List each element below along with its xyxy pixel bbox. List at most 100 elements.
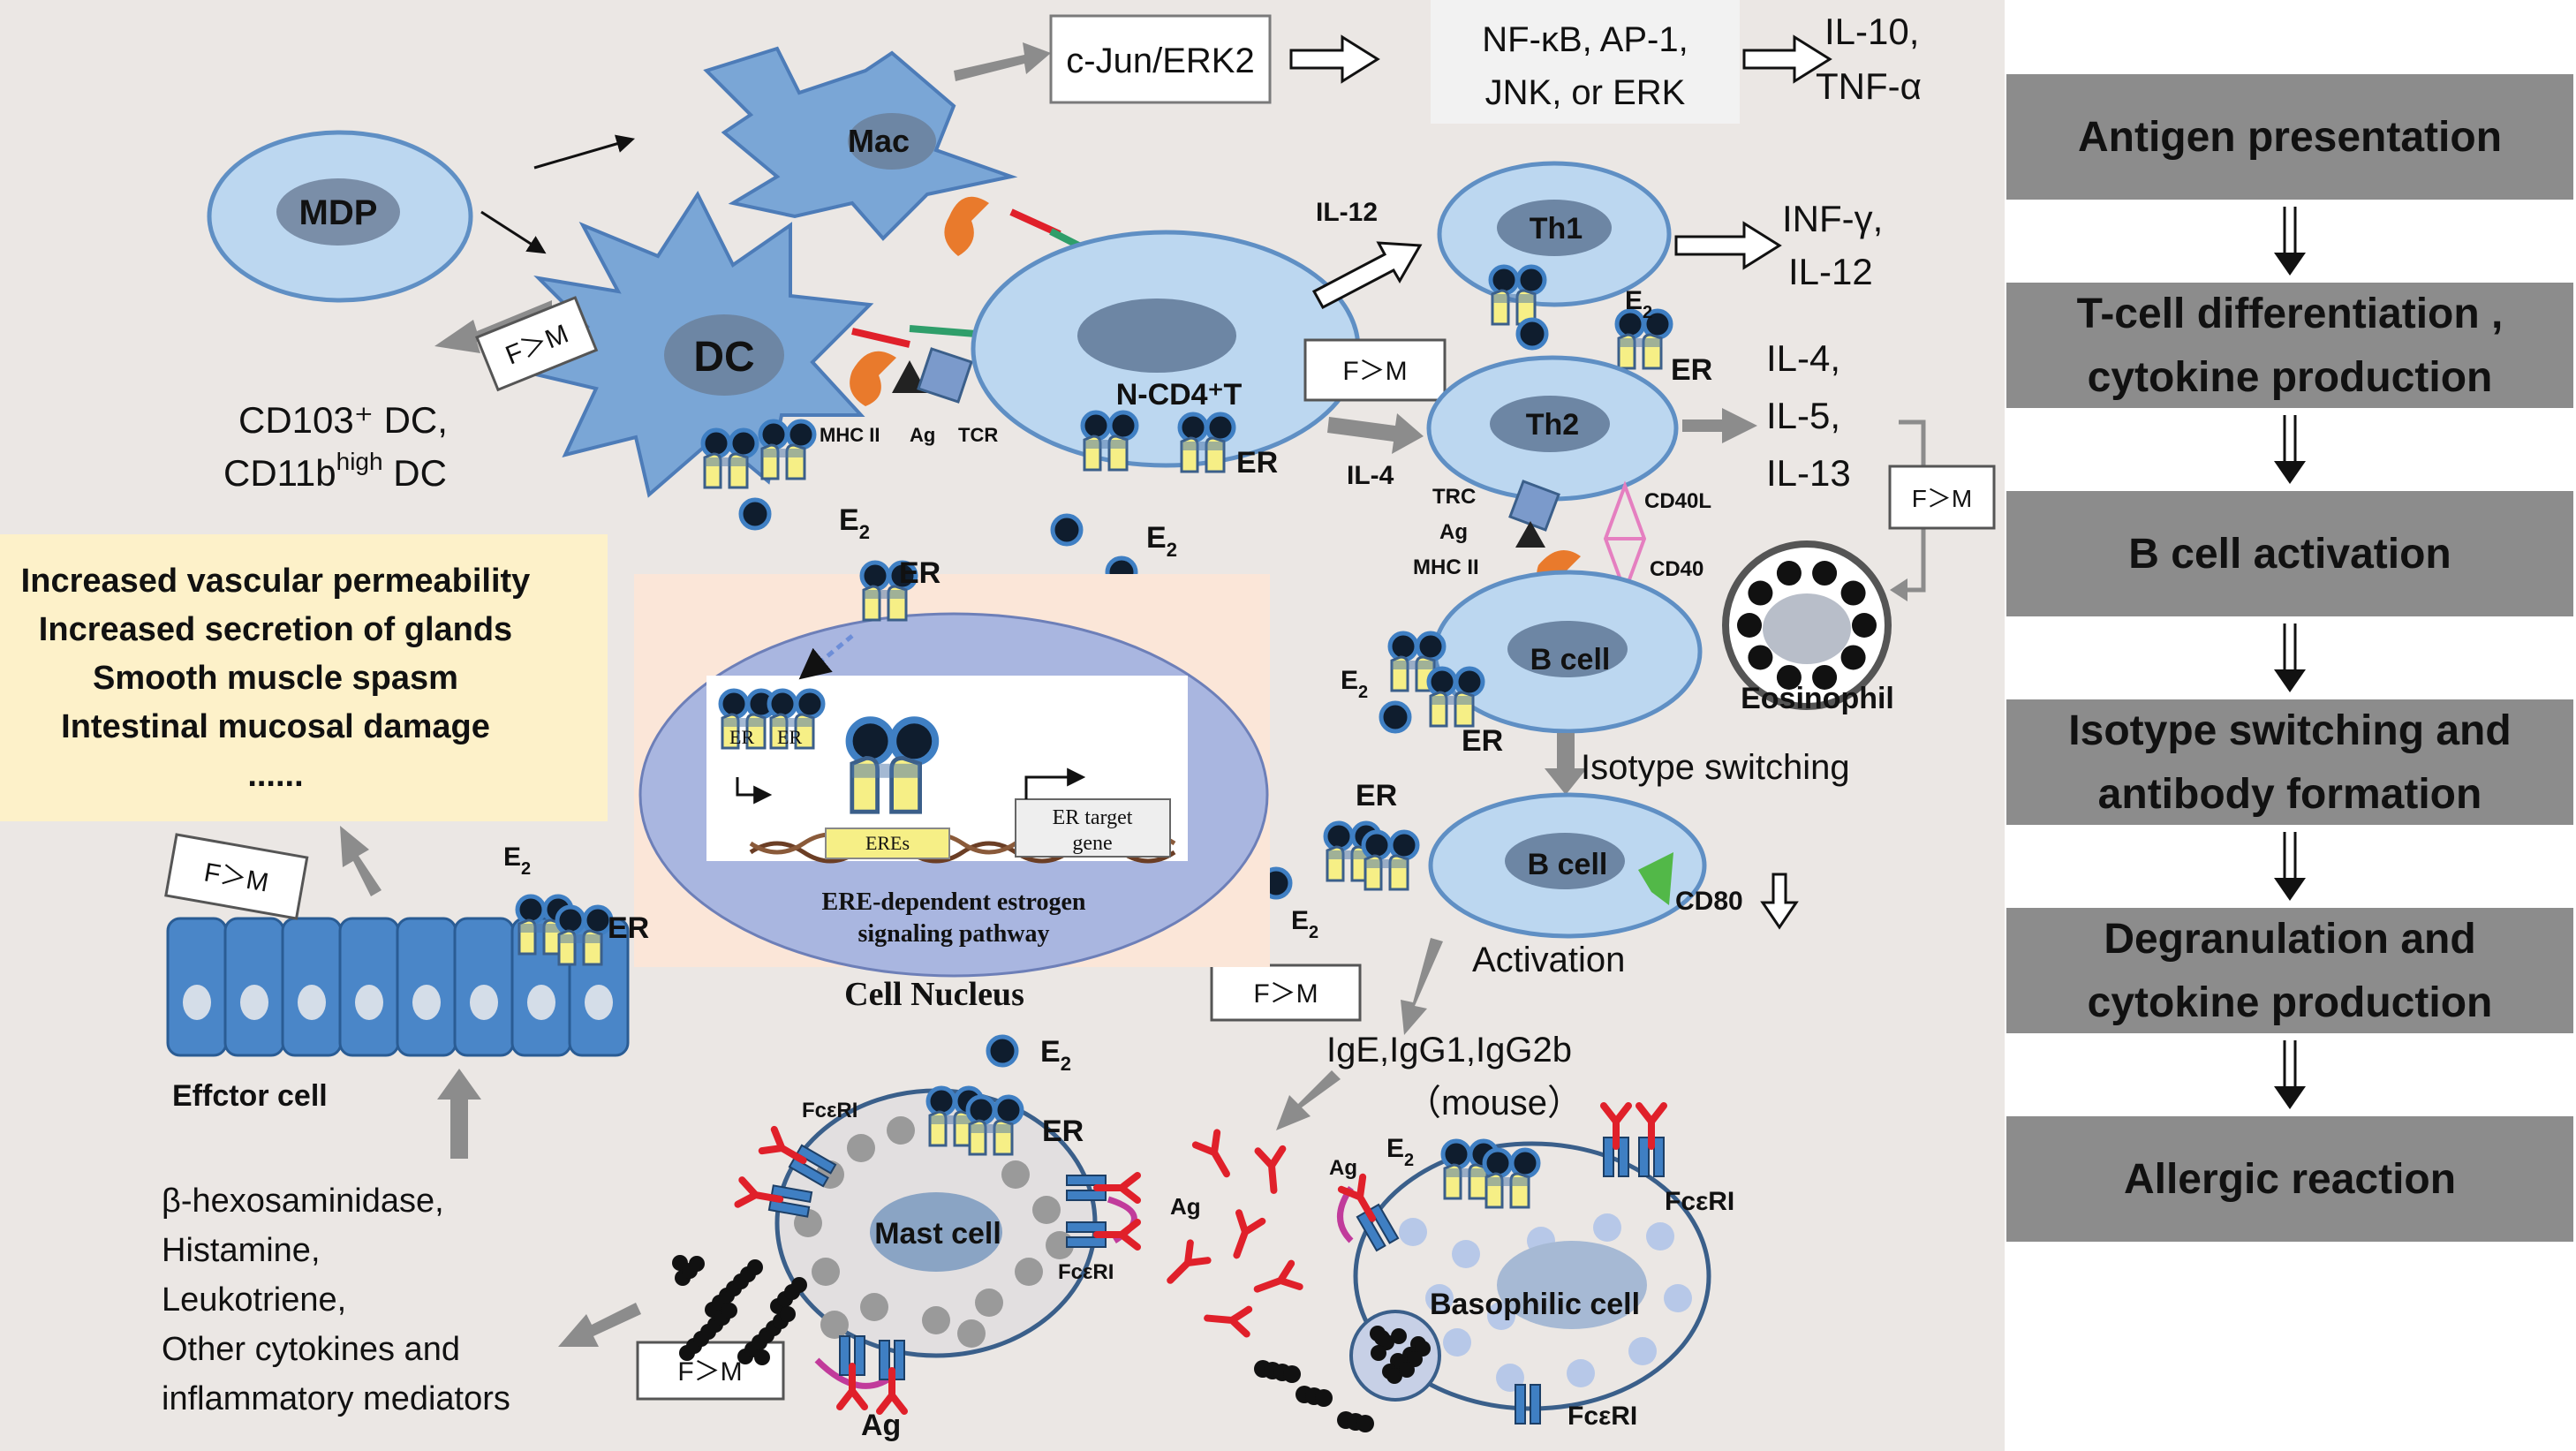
eres-box <box>825 828 950 859</box>
mast-granule <box>1032 1196 1061 1224</box>
e2-label-ncd4t: E2 <box>1146 521 1177 561</box>
vesicle-granule <box>1399 1362 1415 1378</box>
e2-label-baso: E2 <box>1386 1134 1414 1170</box>
step-3-line-1: B cell activation <box>2128 531 2451 578</box>
mac-mhc <box>944 196 989 256</box>
cd80-down-arrow <box>1760 873 1799 930</box>
released-granule <box>1315 1389 1333 1407</box>
dc-free-e2 <box>741 500 769 528</box>
mdp-nucleus <box>276 178 400 246</box>
trc-receptor <box>1508 480 1560 532</box>
physio-item-1: Increased vascular permeability <box>21 563 531 600</box>
gray-arrow-th2 <box>1327 413 1424 454</box>
released-granule <box>689 1256 705 1272</box>
step-box-5 <box>2006 908 2573 1033</box>
step-4-line-2: antibody formation <box>2098 771 2482 818</box>
basophil-granule <box>1452 1240 1480 1268</box>
physio-box <box>0 534 608 821</box>
step-5-line-1: Degranulation and <box>2104 916 2475 963</box>
gray-arrow-mast-med <box>558 1303 641 1347</box>
er-label-mast: ER <box>1042 1115 1084 1148</box>
fceri-baso-top: FcεRI <box>1665 1187 1734 1216</box>
hollow-arrow-nfkb-il10 <box>1742 34 1832 84</box>
mast-granule <box>1015 1258 1043 1286</box>
step-box-3 <box>2006 491 2573 616</box>
nfkb-line1: NF-κB, AP-1, <box>1482 20 1688 59</box>
step-box-4 <box>2006 699 2573 825</box>
released-granule <box>1356 1415 1374 1432</box>
gray-arrow-th2-il <box>1682 408 1757 443</box>
step-1-line-1: Antigen presentation <box>2078 114 2502 161</box>
bind-arrow <box>736 777 773 805</box>
released-granule <box>1283 1365 1301 1383</box>
th2-nucleus <box>1490 396 1610 452</box>
physio-item-2: Increased secretion of glands <box>39 611 512 648</box>
bcell2-label: B cell <box>1528 848 1608 881</box>
eosinophil-granule <box>1812 561 1838 586</box>
hollow-arrow-th1 <box>1311 241 1423 310</box>
mhc-label-b: MHC II <box>1413 555 1479 579</box>
step-arrowhead-5 <box>2274 1086 2306 1109</box>
il13-label: IL-13 <box>1766 452 1851 494</box>
basophil-nucleus <box>1497 1241 1647 1329</box>
step-arrowhead-3 <box>2274 669 2306 692</box>
mac-label: Mac <box>848 123 910 159</box>
il4b-label: IL-4, <box>1766 337 1840 379</box>
mdp-label: MDP <box>299 193 378 232</box>
effector-nucleus <box>412 985 441 1020</box>
basophil-granules <box>1399 1213 1692 1392</box>
cd103-label: CD103⁺ DC, <box>238 399 448 441</box>
eosinophil-granule <box>1737 613 1762 638</box>
mast-granule <box>847 1134 875 1162</box>
svg-text:F＞M: F＞M <box>677 1357 742 1387</box>
basophil-label: Basophilic cell <box>1430 1288 1640 1321</box>
hollow-arrow-th1-infg <box>1674 221 1782 270</box>
pathway-line2: signaling pathway <box>857 920 1049 948</box>
mast-nucleus <box>870 1192 1002 1272</box>
effector-nucleus <box>355 985 383 1020</box>
cjun-label: c-Jun/ERK2 <box>1066 42 1254 80</box>
tcr-label-dc: TCR <box>958 424 998 446</box>
il5-label: IL-5, <box>1766 395 1840 436</box>
er-label-b1: ER <box>1462 724 1503 758</box>
basophil-granule <box>1567 1359 1595 1387</box>
trc-label: TRC <box>1432 485 1476 509</box>
effector-nucleus <box>470 985 498 1020</box>
fceri-baso-bottom: FcεRI <box>1568 1402 1637 1431</box>
eosinophil-granule <box>1812 664 1838 690</box>
mast-free-e2 <box>988 1037 1016 1065</box>
effector-nucleus <box>183 985 211 1020</box>
infg-line1: INF-γ, <box>1782 198 1883 239</box>
dc-nucleus <box>664 314 784 396</box>
eosinophil-granule <box>1776 561 1802 586</box>
effector-nucleus <box>298 985 326 1020</box>
step-arrowhead-4 <box>2274 878 2306 901</box>
inset-er-1: ER <box>729 726 754 748</box>
bracket-arrow-eosinophil <box>1890 578 1907 601</box>
step-box-6 <box>2006 1116 2573 1242</box>
th-free-e2-1 <box>1518 320 1546 348</box>
bcell1-free-e2 <box>1381 703 1409 731</box>
svg-text:F＞M: F＞M <box>1912 485 1972 512</box>
mediator-3: Leukotriene, <box>162 1281 346 1319</box>
basophil-granule <box>1487 1302 1515 1330</box>
step-box-2 <box>2006 283 2573 408</box>
basophil-granule <box>1664 1284 1692 1312</box>
basophil-granule <box>1593 1213 1621 1242</box>
mast-label: Mast cell <box>874 1217 1001 1251</box>
effector-cells <box>166 917 630 1057</box>
released-granule <box>780 1306 796 1322</box>
ertarget-line1: ER target <box>1053 806 1133 829</box>
er-label-th: ER <box>1671 353 1712 387</box>
cjun-box <box>1049 14 1272 104</box>
step-6-line-1: Allergic reaction <box>2124 1156 2456 1203</box>
basophil-granule <box>1425 1284 1454 1312</box>
eosinophil-granule <box>1748 645 1773 670</box>
mediator-4: Other cytokines and <box>162 1331 460 1368</box>
mast-granule <box>887 1116 915 1145</box>
ige-line2: （mouse） <box>1406 1084 1583 1122</box>
fm-box-eos: F＞M <box>1888 465 1996 530</box>
dc-tcr-red <box>851 328 910 348</box>
